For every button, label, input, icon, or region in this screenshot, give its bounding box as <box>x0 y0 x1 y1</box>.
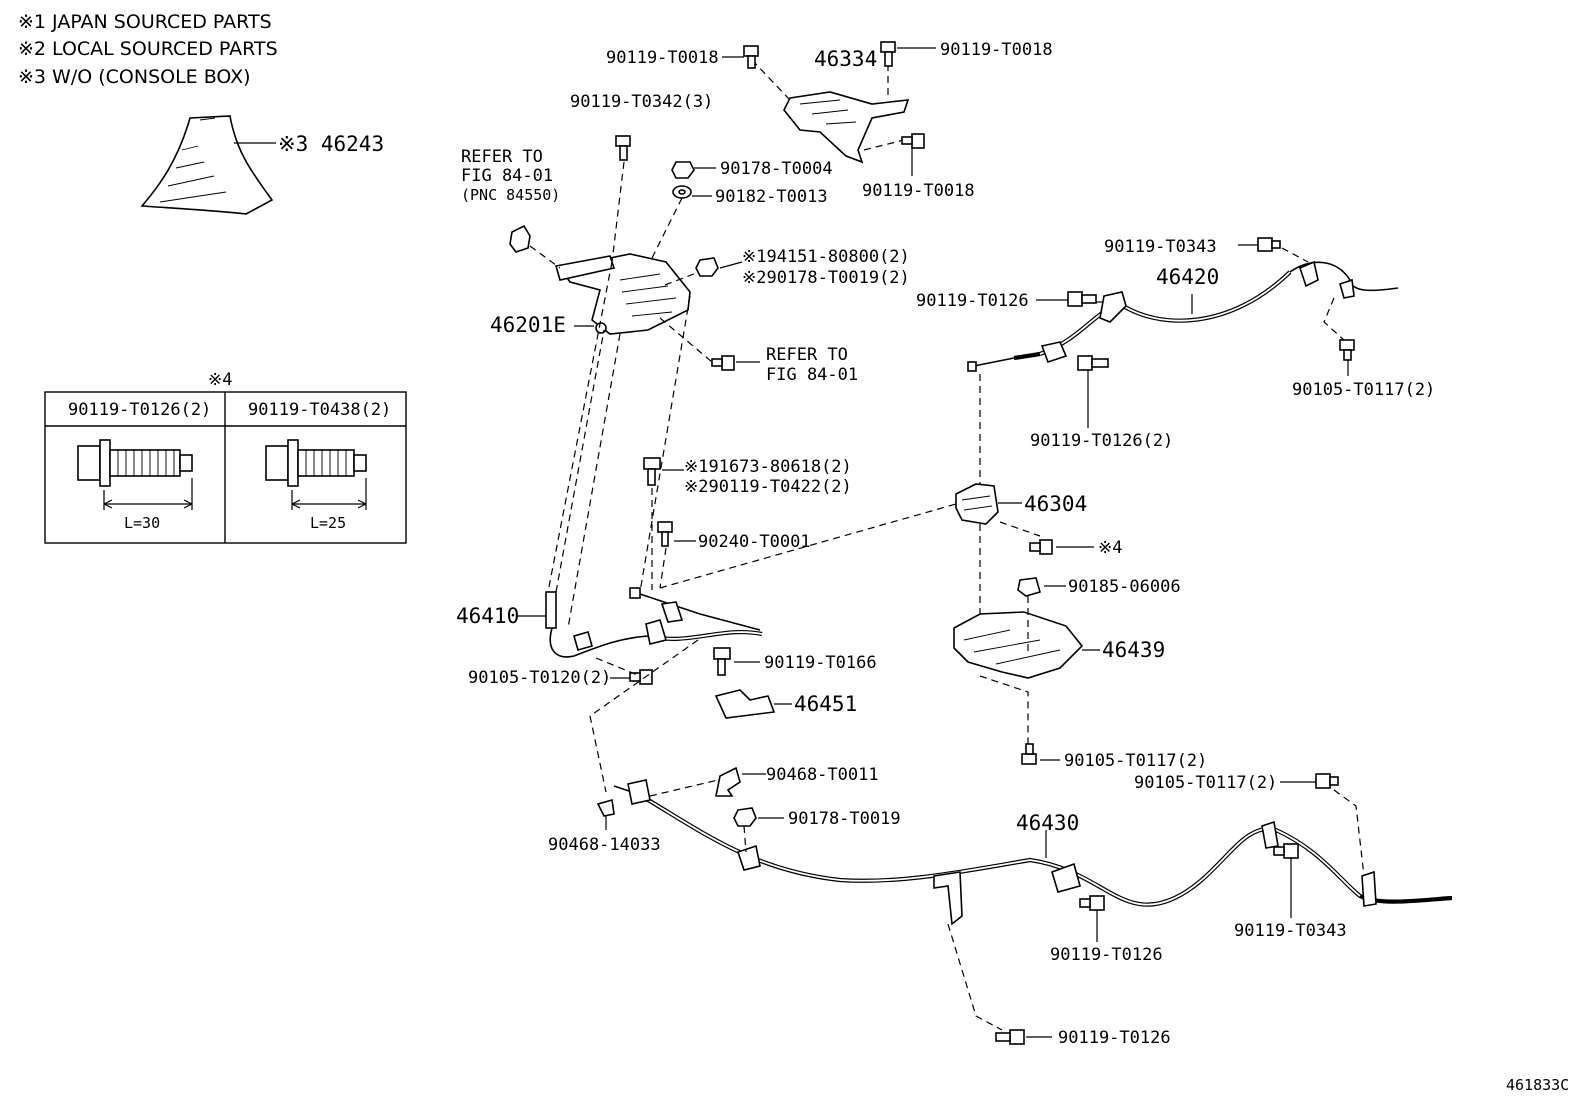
bolt-icon <box>1079 895 1105 911</box>
bolt-icon <box>995 1029 1025 1045</box>
callout-star4-bolt: ※4 <box>1098 538 1122 558</box>
callout-46430: 46430 <box>1016 811 1079 835</box>
callout-fig-84-01-1: FIG 84-01 <box>461 166 553 186</box>
bolt-icon <box>1021 743 1037 765</box>
shift-boot-46243: ※3 46243 <box>140 115 384 215</box>
callout-90119-t0126-bottom: 90119-T0126 <box>1058 1028 1171 1048</box>
bolt-icon <box>880 41 896 67</box>
callout-46420: 46420 <box>1156 265 1219 289</box>
callout-90119-t0343-upper: 90119-T0343 <box>1104 237 1217 257</box>
callout-90468-14033: 90468-14033 <box>548 835 661 855</box>
bolt-icon <box>743 45 759 69</box>
callout-fig-84-01-2: FIG 84-01 <box>766 365 858 385</box>
legend-japan-sourced: ※1 JAPAN SOURCED PARTS <box>18 11 272 33</box>
inset-title: ※4 <box>208 370 232 390</box>
callout-refer-to-1: REFER TO <box>461 147 543 167</box>
bolt-icon <box>901 133 925 149</box>
callout-90105-t0117-mid: 90105-T0117(2) <box>1064 751 1207 771</box>
callout-90119-t0018-right: 90119-T0018 <box>940 40 1053 60</box>
bolt-icon <box>1257 237 1281 252</box>
bolt-icon <box>1067 291 1097 307</box>
callout-90119-t0126-upper: 90119-T0126 <box>916 291 1029 311</box>
bolt-icon <box>1315 773 1339 789</box>
callout-90185-06006: 90185-06006 <box>1068 577 1181 597</box>
bolt-icon <box>711 355 735 371</box>
callout-90119-t0126-2: 90119-T0126(2) <box>1030 431 1173 451</box>
callout-pnc-84550: (PNC 84550) <box>461 186 560 204</box>
callout-90105-t0120: 90105-T0120(2) <box>468 668 611 688</box>
callout-46439: 46439 <box>1102 638 1165 662</box>
clip-icon <box>715 766 741 797</box>
callout-90182-t0013: 90182-T0013 <box>715 187 828 207</box>
callout-90119-t0018-left: 90119-T0018 <box>606 48 719 68</box>
cable-46420: 90119-T0343 46420 90119-T0126 90119-T012… <box>916 237 1435 451</box>
legend: ※1 JAPAN SOURCED PARTS ※2 LOCAL SOURCED … <box>18 11 278 88</box>
callout-90119-t0126-lower: 90119-T0126 <box>1050 945 1163 965</box>
cable-46410: ※191673-80618(2) ※290119-T0422(2) 90240-… <box>456 261 877 793</box>
nut-icon <box>671 161 695 179</box>
callout-90178-t0019-2: ※290178-T0019(2) <box>742 268 910 288</box>
callout-46243: ※3 46243 <box>278 132 384 156</box>
inset-col2-header: 90119-T0438(2) <box>248 400 391 420</box>
connector-icon <box>509 224 531 253</box>
legend-without-console-box: ※3 W/O (CONSOLE BOX) <box>18 66 251 88</box>
nut-icon <box>733 807 757 827</box>
bolt-icon <box>629 669 653 685</box>
bolt-icon <box>265 439 367 487</box>
callout-91673-80618: ※191673-80618(2) <box>684 457 852 477</box>
callout-90119-t0166: 90119-T0166 <box>764 653 877 673</box>
callout-90119-t0343-lower: 90119-T0343 <box>1234 921 1347 941</box>
washer-icon <box>672 185 692 199</box>
callout-90119-t0342: 90119-T0342(3) <box>570 92 713 112</box>
bolt-icon <box>643 457 661 486</box>
callout-46334: 46334 <box>814 47 877 71</box>
bolt-length-inset: ※4 90119-T0126(2) 90119-T0438(2) L=30 L=… <box>44 370 407 544</box>
cover-46439: 90185-06006 46439 90105-T0117(2) <box>953 577 1207 771</box>
callout-90178-t0004: 90178-T0004 <box>720 159 833 179</box>
callout-90119-t0018-lower: 90119-T0018 <box>862 181 975 201</box>
inset-col1-length: L=30 <box>124 514 160 532</box>
nut-icon <box>695 257 719 277</box>
callout-94151-80800: ※194151-80800(2) <box>742 247 910 267</box>
callout-refer-to-2: REFER TO <box>766 345 848 365</box>
callout-46410: 46410 <box>456 604 519 628</box>
clip-icon <box>596 798 615 817</box>
callout-90468-t0011: 90468-T0011 <box>766 765 879 785</box>
bolt-icon <box>657 521 673 547</box>
callout-90178-t0019: 90178-T0019 <box>788 809 901 829</box>
bolt-icon <box>1273 843 1299 859</box>
bolt-icon <box>1339 339 1355 361</box>
inset-col1-header: 90119-T0126(2) <box>68 400 211 420</box>
cable-46430: 90468-T0011 90468-14033 90178-T0019 4643… <box>548 765 1453 1048</box>
clip-46451-icon <box>714 689 776 719</box>
callout-90105-t0117-upper: 90105-T0117(2) <box>1292 380 1435 400</box>
bolt-icon <box>1029 539 1053 555</box>
clip-icon <box>1017 577 1041 597</box>
figure-id: 461833C <box>1506 1076 1569 1094</box>
callout-90105-t0117-lower: 90105-T0117(2) <box>1134 773 1277 793</box>
callout-90240-t0001: 90240-T0001 <box>698 532 811 552</box>
bolt-icon <box>615 135 631 161</box>
bolt-icon <box>713 647 731 676</box>
callout-46201e: 46201E <box>490 313 566 337</box>
callout-46451: 46451 <box>794 692 857 716</box>
bolt-icon <box>1077 355 1109 371</box>
callout-46304: 46304 <box>1024 492 1087 516</box>
lever-assembly-46201e: 90119-T0342(3) 90178-T0004 90182-T0013 R… <box>461 92 910 385</box>
callout-90119-t0422: ※290119-T0422(2) <box>684 477 852 497</box>
equalizer-46304: 46304 ※4 <box>659 374 1122 640</box>
inset-col2-length: L=25 <box>310 514 346 532</box>
bolt-icon <box>77 439 193 487</box>
legend-local-sourced: ※2 LOCAL SOURCED PARTS <box>18 38 278 60</box>
bracket-46334: 90119-T0018 46334 90119-T0018 90119-T001… <box>606 40 1053 201</box>
